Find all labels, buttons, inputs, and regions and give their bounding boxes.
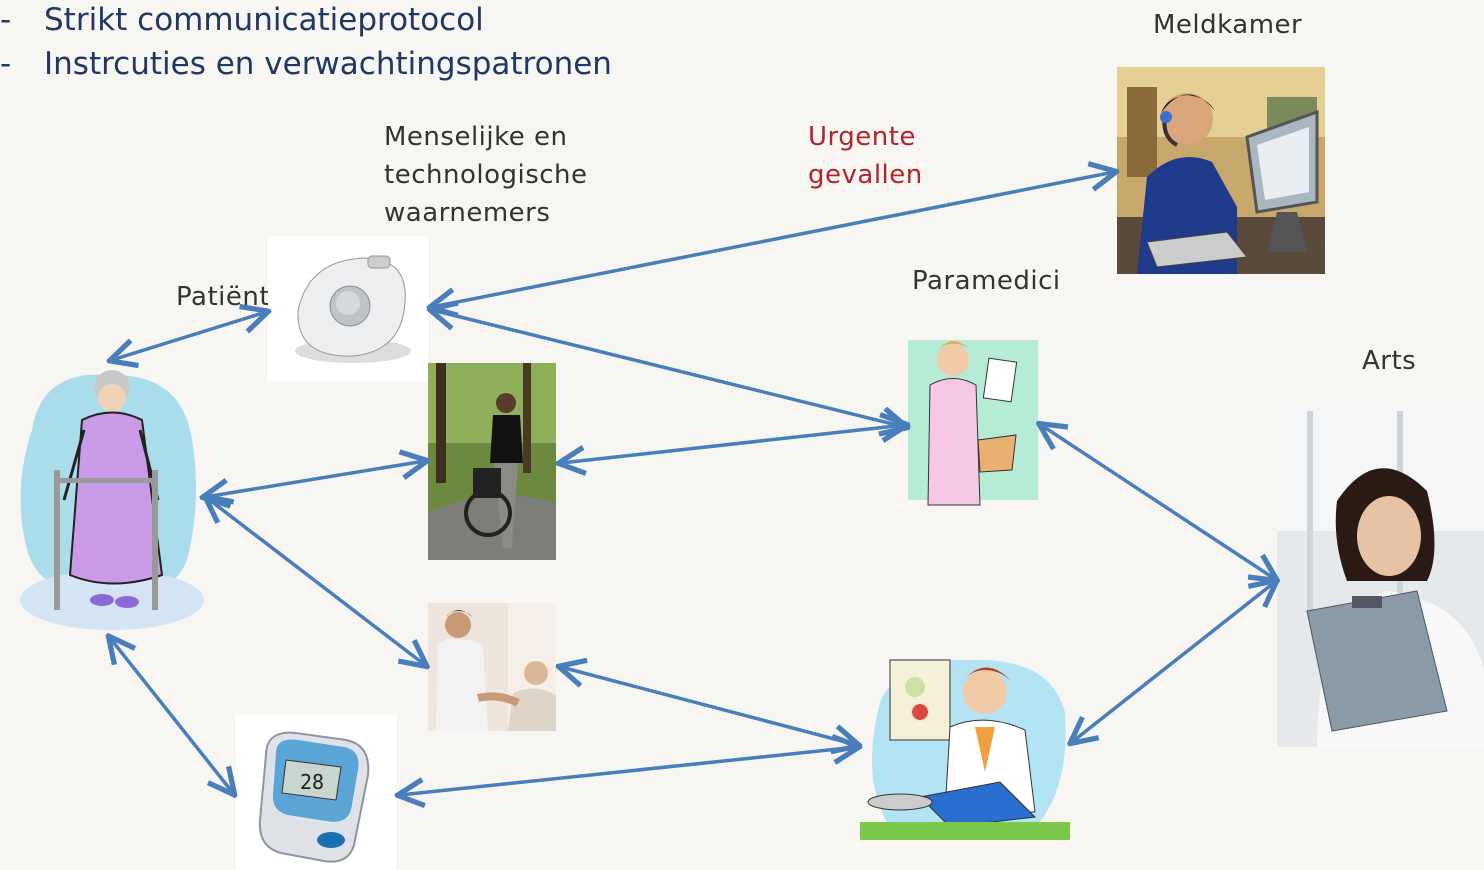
glucose-meter-photo: 28 xyxy=(236,715,396,870)
alarm-button-image xyxy=(268,236,428,381)
general-practitioner-illustration xyxy=(860,652,1070,840)
arrow-caregiver-paramedic xyxy=(561,425,905,463)
arrow-meter-gp xyxy=(400,747,857,795)
paramedic-illustration xyxy=(908,330,1038,515)
bullet-communication-protocol: -Strikt communicatieprotocol xyxy=(0,2,484,38)
elderly-patient-illustration xyxy=(12,360,207,635)
observers-label-line: Menselijke en xyxy=(384,122,568,152)
arrow-patient-alarm xyxy=(112,312,266,360)
bullet-dash: - xyxy=(0,46,12,82)
arrow-patient-meter xyxy=(110,638,233,793)
arrow-nurse-gp xyxy=(561,667,857,745)
bullet-dash: - xyxy=(0,2,12,38)
urgent-label-line: Urgente xyxy=(808,122,916,152)
arrow-gp-physician xyxy=(1072,582,1275,742)
arrow-patient-caregiver xyxy=(205,461,425,497)
arrow-alarm-paramedic xyxy=(432,310,905,427)
dispatch-operator-image xyxy=(1117,67,1325,274)
arrow-patient-nurse xyxy=(207,498,425,665)
meter-reading: 28 xyxy=(300,770,324,794)
bullet-text: Strikt communicatieprotocol xyxy=(44,2,484,38)
bullet-instructions: -Instrcuties en verwachtingspatronen xyxy=(0,46,612,82)
arrow-alarm-dispatch xyxy=(432,172,1114,307)
arts-label: Arts xyxy=(1362,346,1417,376)
arrow-paramedic-physician xyxy=(1041,425,1275,579)
nurse-visit-photo xyxy=(428,603,556,731)
bullet-text: Instrcuties en verwachtingspatronen xyxy=(44,46,612,82)
physician-photo xyxy=(1277,411,1484,747)
meldkamer-label: Meldkamer xyxy=(1153,10,1303,40)
